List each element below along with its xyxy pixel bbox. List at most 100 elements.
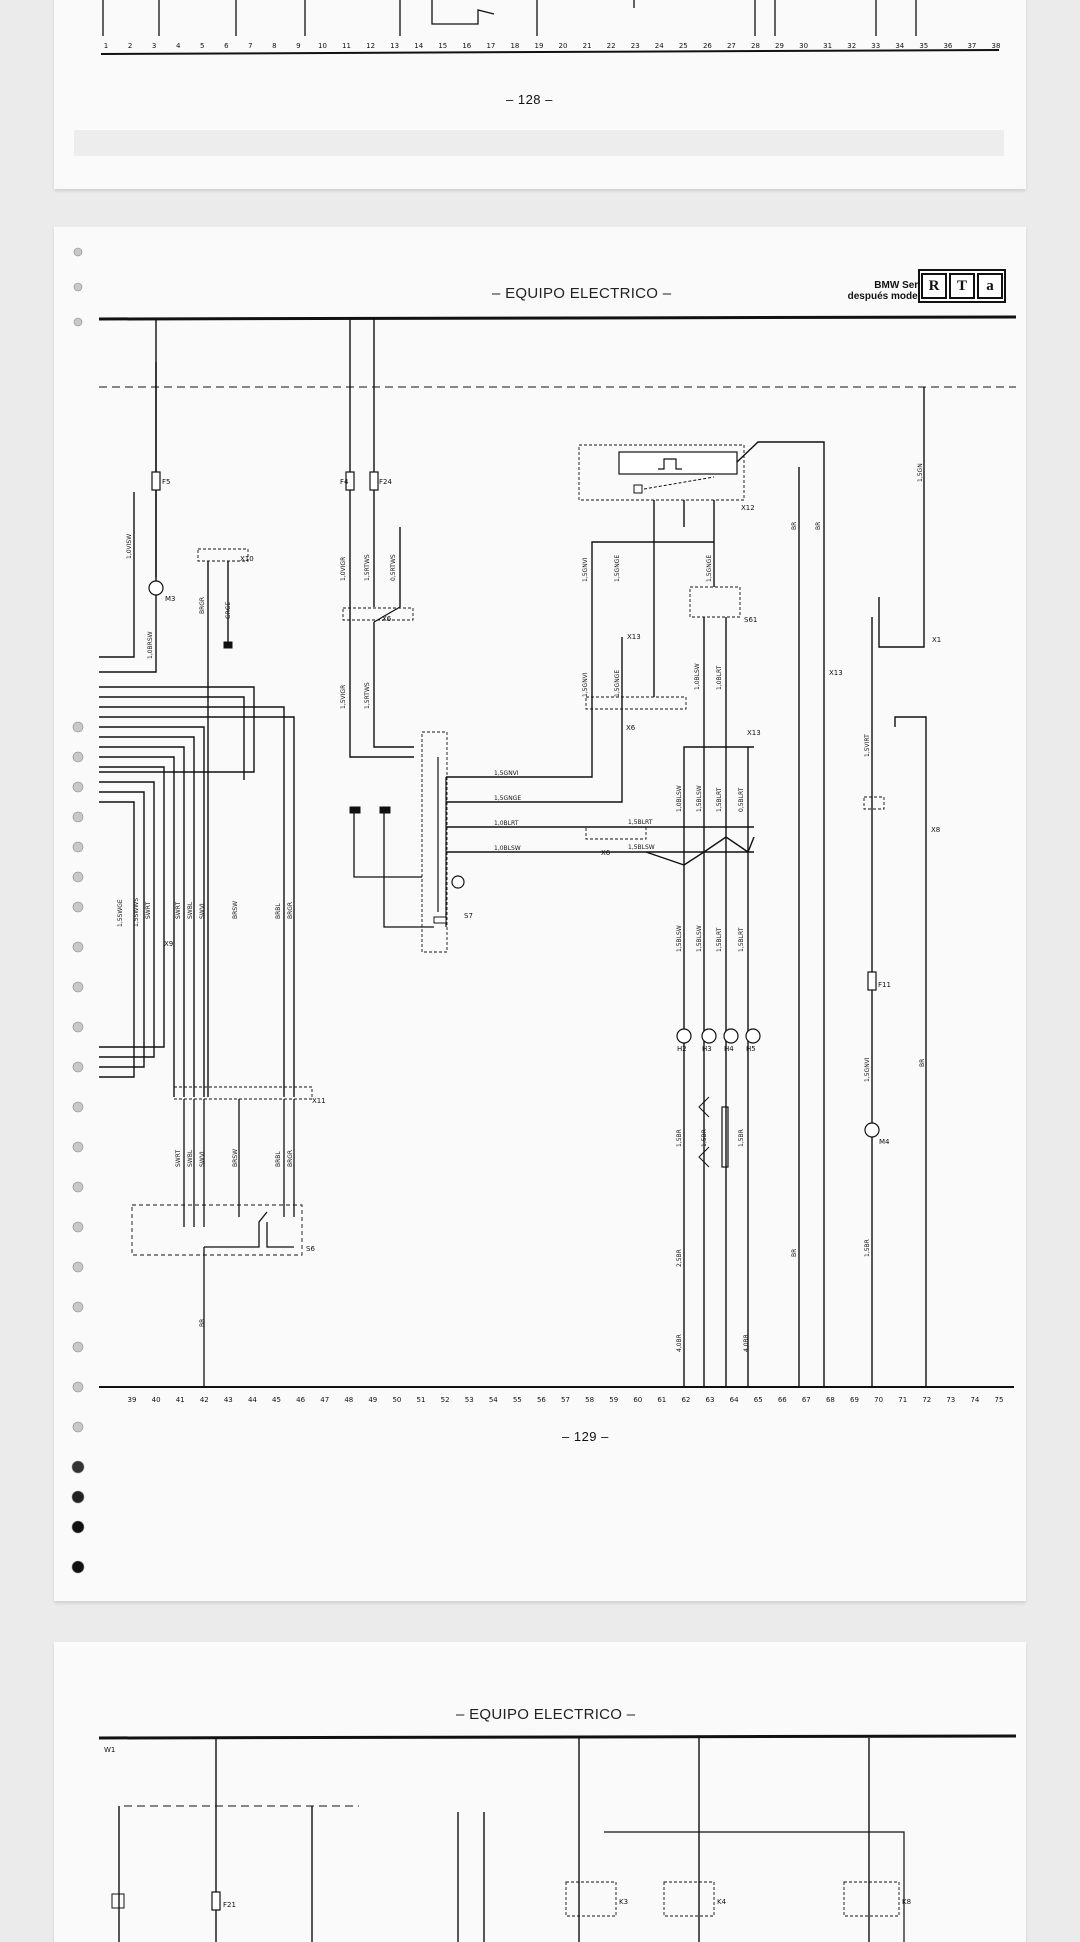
bus-terminal-number: 71 — [898, 1396, 907, 1404]
bus-terminal-number: 34 — [895, 42, 904, 50]
svg-text:1,0BLRT: 1,0BLRT — [494, 820, 519, 827]
svg-text:BRSW: BRSW — [232, 1149, 239, 1167]
brand-subtitle: después modelos 83 — [847, 291, 946, 302]
bus-terminal-number: 42 — [200, 1396, 209, 1404]
svg-text:X13: X13 — [747, 729, 761, 737]
svg-text:1,5GN: 1,5GN — [917, 463, 924, 482]
svg-text:F11: F11 — [878, 981, 891, 989]
svg-text:K8: K8 — [902, 1898, 911, 1906]
bus-terminal-number: 70 — [874, 1396, 883, 1404]
bus-terminal-number: 36 — [943, 42, 952, 50]
page-130-preview: – EQUIPO ELECTRICO – W1 F21 K3 K4 K8 — [54, 1642, 1026, 1942]
svg-text:K4: K4 — [717, 1898, 727, 1906]
bus-terminal-number: 22 — [607, 42, 616, 50]
bus-terminal-number: 31 — [823, 42, 832, 50]
svg-text:1,5BLSW: 1,5BLSW — [696, 925, 703, 952]
svg-text:1,5BLRT: 1,5BLRT — [738, 927, 745, 952]
bus-terminal-number: 73 — [946, 1396, 955, 1404]
rta-logo: R T a — [918, 269, 1006, 303]
svg-text:1,5BR: 1,5BR — [701, 1129, 708, 1147]
bus-terminal-number: 67 — [802, 1396, 811, 1404]
svg-text:1,5GNVI: 1,5GNVI — [864, 1057, 871, 1082]
bus-terminal-number: 44 — [248, 1396, 257, 1404]
bus-terminal-number: 57 — [561, 1396, 570, 1404]
bus-terminal-number: 27 — [727, 42, 736, 50]
page-129: – EQUIPO ELECTRICO – BMW Serie «3» despu… — [54, 227, 1026, 1601]
svg-text:F24: F24 — [379, 478, 392, 486]
svg-text:H5: H5 — [746, 1045, 756, 1053]
svg-text:SWVI: SWVI — [199, 903, 206, 919]
svg-text:S6: S6 — [306, 1245, 315, 1253]
bus-terminal-number: 72 — [922, 1396, 931, 1404]
svg-text:1,5GNVI: 1,5GNVI — [494, 770, 519, 777]
svg-text:1,5GNVI: 1,5GNVI — [582, 557, 589, 582]
svg-text:1,0BLRT: 1,0BLRT — [716, 665, 723, 690]
svg-text:1,5SWWS: 1,5SWWS — [133, 898, 140, 927]
svg-text:0,5BLRT: 0,5BLRT — [738, 787, 745, 812]
svg-text:0,5RTWS: 0,5RTWS — [390, 554, 397, 581]
svg-text:SWBL: SWBL — [187, 1149, 194, 1167]
bus-terminal-number: 5 — [200, 42, 204, 50]
bus-terminal-number: 35 — [919, 42, 928, 50]
svg-text:BR: BR — [919, 1059, 926, 1067]
bus-terminal-number: 47 — [320, 1396, 329, 1404]
svg-text:1,5BLSW: 1,5BLSW — [628, 844, 655, 851]
bus-terminal-number: 51 — [417, 1396, 426, 1404]
svg-text:BR: BR — [791, 1249, 798, 1257]
svg-text:BRGR: BRGR — [287, 1150, 294, 1167]
svg-text:1,5RTWS: 1,5RTWS — [364, 554, 371, 581]
bus-terminal-number: 17 — [486, 42, 495, 50]
bus-terminal-number: 39 — [128, 1396, 137, 1404]
bus-terminal-number: 10 — [318, 42, 327, 50]
bus-terminal-number: 66 — [778, 1396, 787, 1404]
svg-text:1,5BR: 1,5BR — [864, 1239, 871, 1257]
bus-terminal-number: 8 — [272, 42, 276, 50]
svg-text:1,5BLSW: 1,5BLSW — [676, 925, 683, 952]
svg-text:X13: X13 — [627, 633, 641, 641]
svg-text:K3: K3 — [619, 1898, 628, 1906]
bus-terminal-number: 37 — [967, 42, 976, 50]
bus-terminal-number: 24 — [655, 42, 664, 50]
svg-text:SWVI: SWVI — [199, 1151, 206, 1167]
svg-text:X6: X6 — [382, 615, 392, 623]
bus-terminal-number: 75 — [995, 1396, 1004, 1404]
bus-terminal-number: 15 — [438, 42, 447, 50]
bus-terminal-number: 59 — [609, 1396, 618, 1404]
bus-terminal-number: 63 — [706, 1396, 715, 1404]
svg-text:4,0BR: 4,0BR — [743, 1334, 750, 1352]
bus-terminal-number: 43 — [224, 1396, 233, 1404]
bus-terminal-number: 61 — [657, 1396, 666, 1404]
bus-terminal-number: 56 — [537, 1396, 546, 1404]
bus-terminal-number: 52 — [441, 1396, 450, 1404]
svg-text:BRSW: BRSW — [232, 901, 239, 919]
bus-terminal-number: 46 — [296, 1396, 305, 1404]
svg-text:1,5SWGE: 1,5SWGE — [117, 899, 124, 927]
bus-terminal-number: 12 — [366, 42, 375, 50]
bus-terminal-number: 74 — [970, 1396, 979, 1404]
svg-text:BR: BR — [791, 522, 798, 530]
bus-terminal-number: 50 — [392, 1396, 401, 1404]
svg-text:1,5BLRT: 1,5BLRT — [716, 787, 723, 812]
bus-terminal-number: 54 — [489, 1396, 498, 1404]
svg-text:1,5GNGE: 1,5GNGE — [614, 670, 621, 697]
svg-text:1,5VIGR: 1,5VIGR — [340, 685, 347, 709]
svg-text:X1: X1 — [932, 636, 941, 644]
bus-terminal-number: 14 — [414, 42, 423, 50]
wiring-diagram: 1,0VISW 1,0BRSW BRGR GRGE 1,0VIGR 1,5RTW… — [71, 247, 1017, 1574]
bus-terminal-number: 33 — [871, 42, 880, 50]
bus-terminal-number: 69 — [850, 1396, 859, 1404]
svg-text:1,5BLRT: 1,5BLRT — [628, 819, 653, 826]
svg-text:1,5BR: 1,5BR — [738, 1129, 745, 1147]
bus-terminal-number: 18 — [510, 42, 519, 50]
logo-letter: T — [949, 273, 975, 299]
svg-text:F4: F4 — [340, 478, 349, 486]
bus-terminal-number: 9 — [296, 42, 300, 50]
bus-terminal-number: 21 — [583, 42, 592, 50]
svg-text:1,5RTWS: 1,5RTWS — [364, 682, 371, 709]
svg-text:2,5BR: 2,5BR — [676, 1249, 683, 1267]
bus-terminal-number: 25 — [679, 42, 688, 50]
svg-text:SWRT: SWRT — [175, 902, 182, 919]
bus-terminal-number: 49 — [368, 1396, 377, 1404]
bus-terminal-number: 38 — [992, 42, 1001, 50]
